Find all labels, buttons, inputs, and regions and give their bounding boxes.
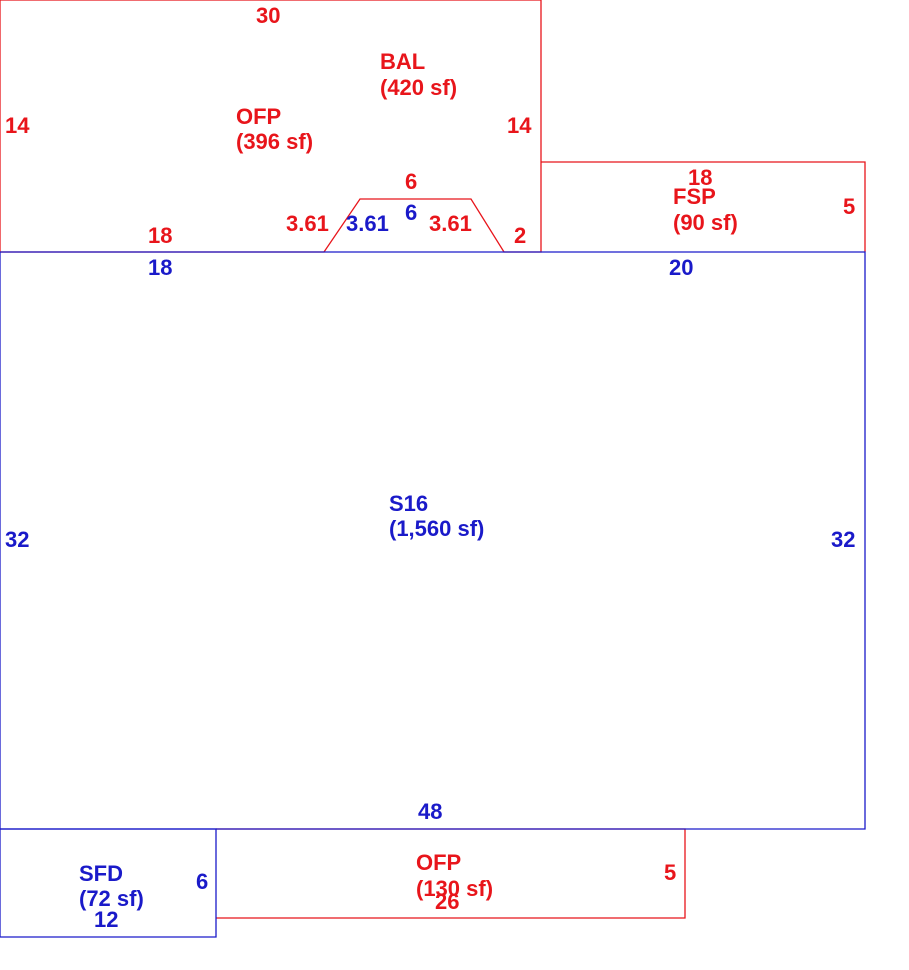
- dim-left-height: 14: [5, 113, 30, 138]
- sfd-outline: [0, 828, 217, 938]
- dim-fsp-top: 18: [688, 165, 712, 190]
- dim-right-height: 14: [507, 113, 532, 138]
- dim-ofp-bottom-right: 5: [664, 860, 676, 885]
- fsp-code-label: FSP: [673, 184, 716, 209]
- bal-code-label: BAL: [380, 49, 425, 74]
- s16-outline: [0, 251, 866, 830]
- s16-code-label: S16: [389, 491, 428, 516]
- dim-angle-left: 3.61: [286, 211, 329, 236]
- dim-bal-bottom: 18: [148, 223, 172, 248]
- sfd-area-label: (72 sf): [79, 886, 144, 911]
- ofp-bottom-code-label: OFP: [416, 850, 461, 875]
- dim-bay-top: 6: [405, 169, 417, 194]
- bal-area-label: (420 sf): [380, 75, 457, 100]
- dim-bay-inner: 6: [405, 200, 417, 225]
- fsp-area-label: (90 sf): [673, 210, 738, 235]
- dim-s16-top-right: 20: [669, 255, 693, 280]
- dim-sfd-bottom: 12: [94, 907, 118, 932]
- dim-bay-side: 2: [514, 223, 526, 248]
- ofp-top-area-label: (396 sf): [236, 129, 313, 154]
- dim-s16-bottom: 48: [418, 799, 442, 824]
- dim-s16-left: 32: [5, 527, 29, 552]
- ofp-bottom-area-label: (130 sf): [416, 876, 493, 901]
- sfd-code-label: SFD: [79, 861, 123, 886]
- dim-ofp-bottom-width: 26: [435, 889, 459, 914]
- dim-sfd-side: 6: [196, 869, 208, 894]
- fsp-outline: [541, 161, 866, 252]
- dim-s16-right: 32: [831, 527, 855, 552]
- ofp-top-code-label: OFP: [236, 104, 281, 129]
- dim-fsp-right: 5: [843, 194, 855, 219]
- dim-angle-mid: 3.61: [346, 211, 389, 236]
- dim-s16-top-left: 18: [148, 255, 172, 280]
- dim-angle-right: 3.61: [429, 211, 472, 236]
- s16-area-label: (1,560 sf): [389, 516, 484, 541]
- dim-top-width: 30: [256, 3, 280, 28]
